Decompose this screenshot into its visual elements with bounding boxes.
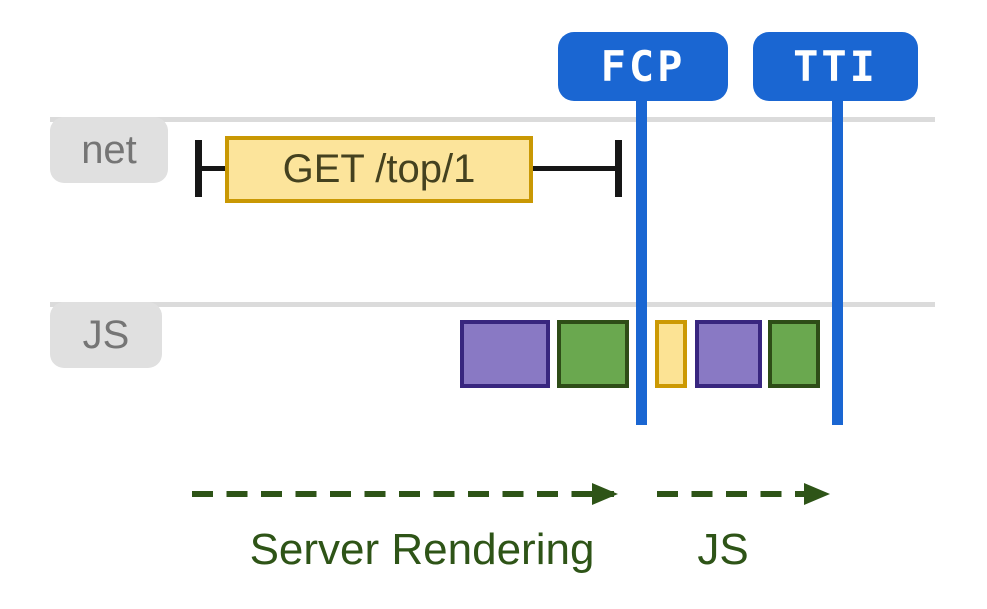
phase-label-server-rendering: Server Rendering [249,525,595,574]
tti-badge: TTI [753,32,918,101]
network-request-box: GET /top/1 [225,136,533,203]
js-track-label-text: JS [82,312,130,357]
net-track-label: net [50,117,168,183]
js-task-block-green [557,320,629,388]
js-task-block-green [768,320,820,388]
fcp-badge-label: FCP [600,42,686,91]
net-track-line [50,117,935,122]
phase-label-js: JS [697,525,749,574]
tti-badge-label: TTI [793,42,878,91]
request-end-connector [533,166,615,171]
request-start-tick [195,140,202,197]
net-track-label-text: net [81,127,137,172]
js-track-label: JS [50,302,162,368]
tti-marker-line [832,99,843,425]
fcp-marker-line [636,99,647,425]
request-end-tick [615,140,622,197]
js-task-block-purple [460,320,550,388]
request-start-connector [202,166,225,171]
js-task-block-purple [695,320,762,388]
js-task-block-yellow [655,320,687,388]
fcp-badge: FCP [558,32,728,101]
network-request-label: GET /top/1 [282,147,476,191]
js-track-line [50,302,935,307]
